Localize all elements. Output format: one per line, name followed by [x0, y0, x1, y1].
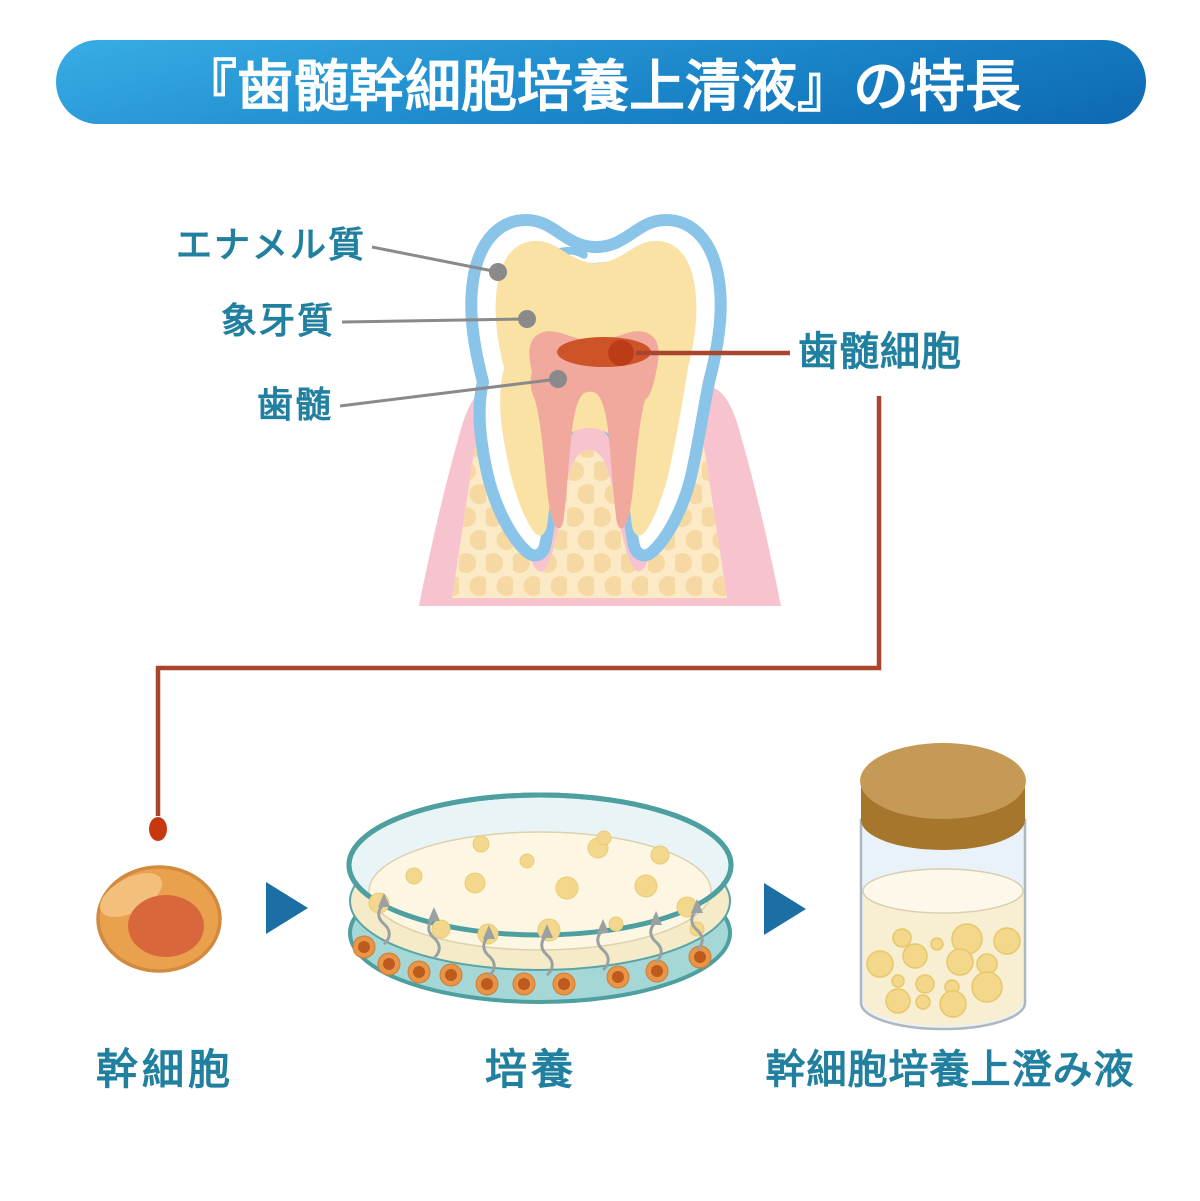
leader-dot-dentin [518, 310, 536, 328]
page-title: 『歯髄幹細胞培養上清液』の特長 [181, 54, 1021, 120]
leader-line-enamel [371, 245, 499, 274]
header-banner: 『歯髄幹細胞培養上清液』の特長 [56, 40, 1146, 124]
stem-cell-nucleus [128, 895, 204, 957]
tooth-illustration [465, 214, 727, 562]
leader-dot-pulp [549, 370, 567, 388]
label-step-stem-cell: 幹細胞 [95, 1045, 235, 1094]
leader-line-pulp [339, 377, 559, 408]
petri-dish-illustration [346, 792, 734, 1004]
jar-illustration [859, 743, 1027, 1031]
bone-honeycomb-pattern [452, 437, 727, 598]
leader-dot-enamel [489, 263, 507, 281]
connector-path-to-cell [155, 396, 882, 816]
label-step-supernatant: 幹細胞培養上澄み液 [765, 1047, 1135, 1093]
label-pulp: 歯髄 [256, 385, 334, 426]
jar-liquid-surface [862, 868, 1024, 914]
arrow-right-icon-2 [764, 883, 806, 935]
connector-end-dot [149, 817, 167, 841]
pulp-cells-dot [608, 340, 634, 366]
stem-cell-highlight [99, 873, 163, 917]
red-connector [149, 350, 882, 841]
leader-lines [339, 245, 567, 408]
label-dentin: 象牙質 [220, 301, 336, 342]
jar-bubbles [866, 923, 1021, 1018]
arrow-right-icon-1 [266, 882, 308, 934]
label-step-culture: 培養 [484, 1045, 578, 1094]
leader-line-dentin [341, 317, 528, 324]
jar-lid-top [860, 743, 1026, 819]
label-enamel: エナメル質 [175, 225, 367, 266]
label-pulp-cells: 歯髄細胞 [798, 329, 962, 375]
stem-cell-illustration [96, 865, 222, 973]
dish-liquid-surface [368, 831, 712, 951]
